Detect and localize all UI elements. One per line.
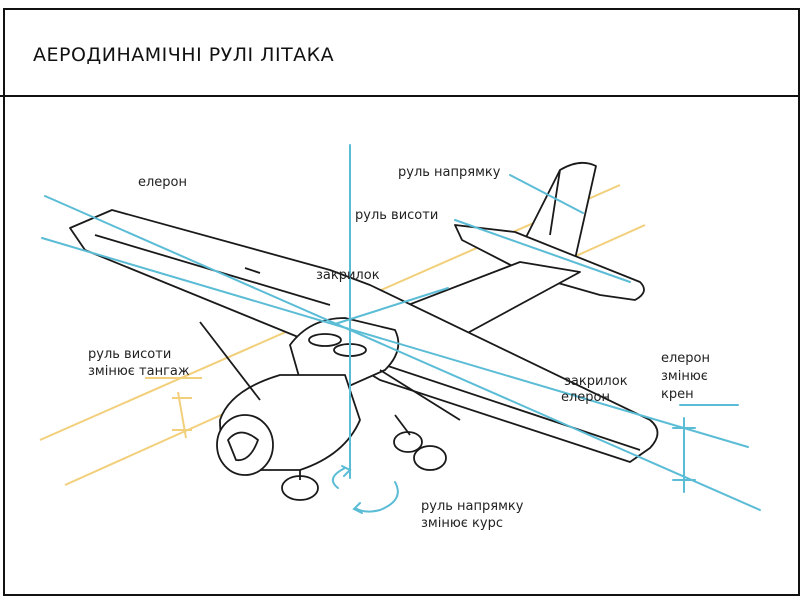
- page-title: АЕРОДИНАМІЧНІ РУЛІ ЛІТАКА: [33, 44, 335, 66]
- label-flap-right: закрилок: [564, 374, 628, 389]
- strut-right: [379, 369, 461, 421]
- curved-arrow-icon: [352, 481, 399, 514]
- rudder-line: [549, 169, 561, 236]
- blue-elevator-pointer: [454, 219, 631, 283]
- label-rudder-yaw-1: руль напрямку: [421, 499, 524, 514]
- label-aileron-roll-3: крен: [661, 387, 694, 402]
- blue-axis-lower: [41, 237, 749, 448]
- wheel-right: [413, 445, 447, 471]
- label-elevator-pitch-1: руль висоти: [88, 347, 171, 362]
- gear-leg-left: [394, 414, 411, 436]
- header-bar: АЕРОДИНАМІЧНІ РУЛІ ЛІТАКА: [5, 10, 798, 97]
- label-aileron-roll-1: елерон: [661, 351, 710, 366]
- blue-axes: [41, 144, 761, 514]
- label-aileron-top: елерон: [138, 175, 187, 190]
- blue-flap-pointer: [334, 287, 449, 325]
- label-rudder: руль напрямку: [398, 165, 501, 180]
- curved-arrow-icon-top: [331, 465, 352, 489]
- wing-panel-line-2: [369, 359, 641, 451]
- edge-tick: [0, 95, 4, 97]
- wing-flap-mark: [244, 267, 261, 274]
- label-aileron-roll-2: змінює: [661, 369, 708, 384]
- label-elevator-pitch-2: змінює тангаж: [88, 364, 190, 379]
- blue-axis-upper: [44, 195, 761, 511]
- label-flap: закрилок: [316, 268, 380, 283]
- strut-left: [199, 321, 261, 401]
- label-aileron-right: елерон: [561, 390, 610, 405]
- horizontal-stabilizer: [454, 224, 645, 301]
- blue-rudder-pointer: [509, 174, 584, 214]
- label-rudder-yaw-2: змінює курс: [421, 516, 503, 531]
- label-elevator: руль висоти: [355, 208, 438, 223]
- propeller-spinner: [227, 431, 259, 462]
- window-1: [308, 333, 342, 347]
- wheel-left: [393, 431, 423, 453]
